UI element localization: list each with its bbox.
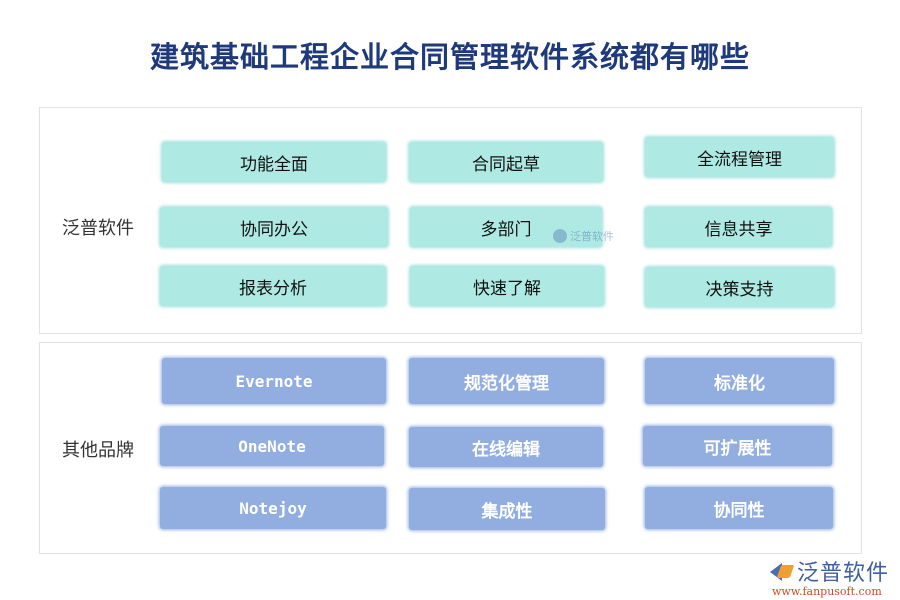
feature-box: Notejoy	[160, 487, 386, 529]
feature-box: 协同办公	[160, 207, 388, 247]
feature-box: 在线编辑	[409, 427, 603, 467]
fanpu-logo-icon	[553, 229, 567, 243]
feature-box: 全流程管理	[645, 137, 834, 177]
feature-box: OneNote	[160, 426, 384, 466]
page-title: 建筑基础工程企业合同管理软件系统都有哪些	[149, 40, 750, 74]
watermark: 泛普软件	[553, 228, 614, 244]
feature-box: 规范化管理	[409, 358, 604, 404]
feature-box: 可扩展性	[643, 426, 832, 466]
logo-name: 泛普软件	[797, 561, 890, 586]
panel-label-other: 其他品牌	[62, 440, 134, 461]
feature-box: 合同起草	[409, 142, 603, 182]
feature-box: 协同性	[645, 487, 833, 529]
feature-box: Evernote	[162, 358, 386, 404]
feature-box: 决策支持	[645, 267, 834, 307]
logo-url: www.fanpusoft.com	[772, 585, 882, 598]
feature-box: 标准化	[645, 358, 834, 404]
feature-box: 快速了解	[410, 266, 604, 306]
feature-box: 功能全面	[162, 142, 386, 182]
feature-box: 报表分析	[160, 266, 386, 306]
panel-label-fanpu: 泛普软件	[62, 218, 134, 239]
feature-box: 多部门	[410, 207, 602, 247]
fanpu-logo-icon	[770, 561, 795, 581]
brand-logo: 泛普软件 www.fanpusoft.com	[770, 555, 895, 598]
feature-box: 信息共享	[645, 207, 832, 247]
feature-box: 集成性	[409, 488, 605, 530]
